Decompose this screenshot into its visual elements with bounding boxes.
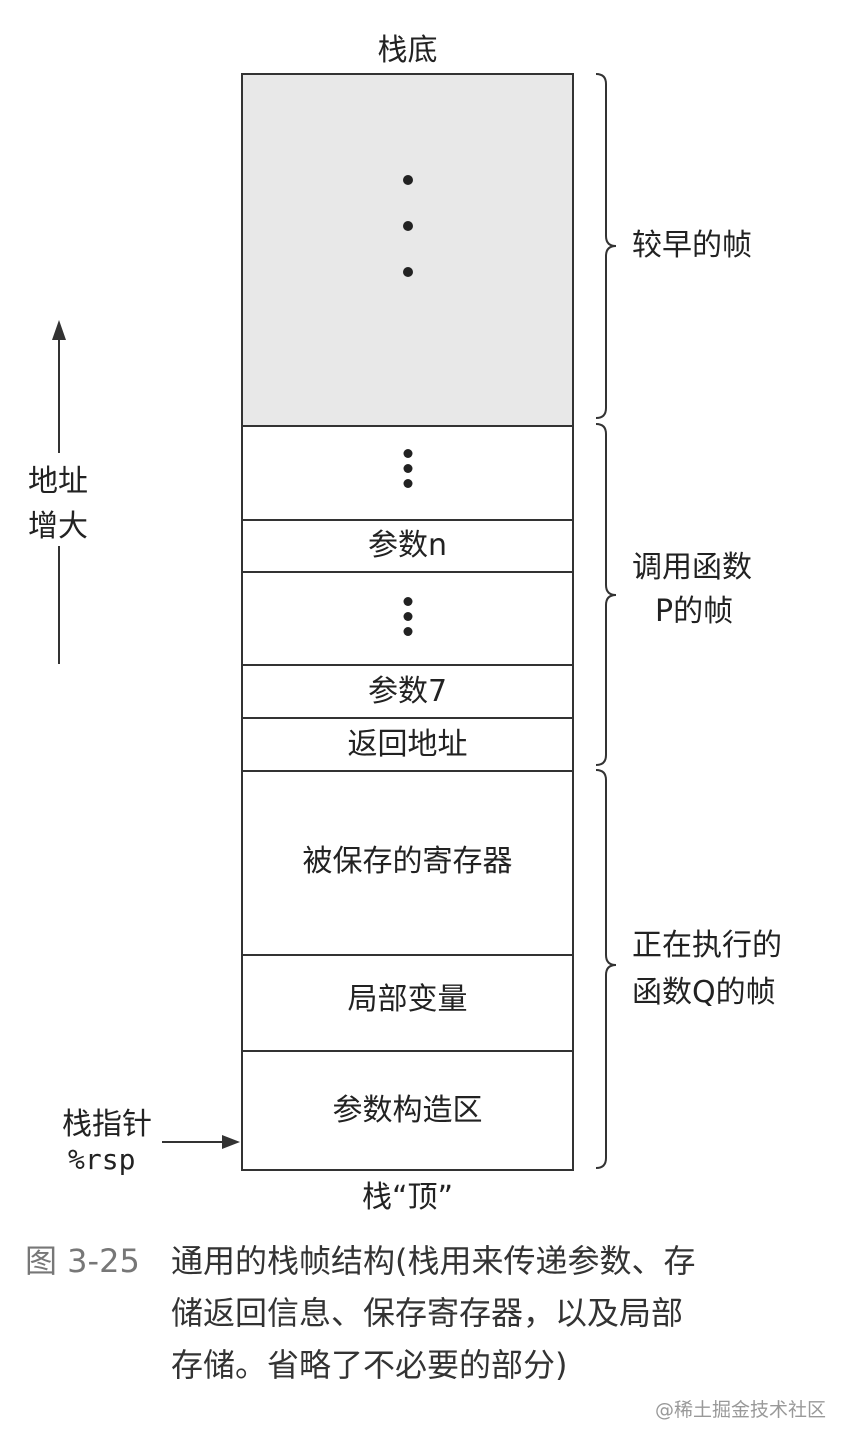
address-label-line1: 地址 [28, 464, 88, 499]
caption-line2: 储返回信息、保存寄存器，以及局部 [171, 1294, 684, 1332]
return-address-cell: 返回地址 [347, 727, 468, 762]
earlier-frame-region [243, 75, 572, 427]
divider [243, 519, 572, 521]
address-increase-arrow [52, 320, 66, 664]
stack-diagram: 参数n 参数7 返回地址 被保存的寄存器 局部变量 参数构造区 [241, 73, 574, 1171]
stack-pointer-arrow [162, 1135, 240, 1149]
caption-line3: 存储。省略了不必要的部分) [171, 1346, 568, 1384]
rsp-register-label: %rsp [68, 1143, 136, 1176]
argument-build-area-cell: 参数构造区 [332, 1093, 483, 1128]
local-variables-cell: 局部变量 [347, 982, 468, 1017]
param-7-cell: 参数7 [367, 674, 448, 709]
address-label-line2: 增大 [28, 509, 88, 544]
divider [243, 664, 572, 666]
ellipsis-dots [403, 597, 412, 636]
divider [243, 717, 572, 719]
frame-braces [595, 73, 617, 1169]
saved-registers-cell: 被保存的寄存器 [302, 844, 513, 879]
figure-caption: 图 3-25 通用的栈帧结构(栈用来传递参数、存 储返回信息、保存寄存器，以及局部… [25, 1235, 696, 1391]
divider [243, 1050, 572, 1052]
caller-frame-label-line1: 调用函数 [632, 550, 752, 585]
figure-number: 图 3-25 [25, 1242, 140, 1280]
ellipsis-dots [402, 175, 413, 277]
caption-line1: 通用的栈帧结构(栈用来传递参数、存 [171, 1242, 696, 1280]
param-n-cell: 参数n [367, 528, 447, 563]
current-frame-label-line2: 函数Q的帧 [632, 975, 776, 1010]
divider [243, 425, 572, 427]
divider [243, 571, 572, 573]
stack-top-label: 栈“顶” [361, 1180, 454, 1215]
stack-pointer-label: 栈指针 [62, 1107, 152, 1142]
watermark: @稀土掘金技术社区 [654, 1399, 826, 1421]
divider [243, 954, 572, 956]
current-frame-brace [595, 769, 617, 1169]
earlier-frames-label: 较早的帧 [632, 228, 752, 263]
ellipsis-dots [403, 449, 412, 488]
divider [243, 770, 572, 772]
current-frame-label-line1: 正在执行的 [632, 928, 782, 963]
caller-frame-brace [595, 423, 617, 766]
stack-bottom-label: 栈底 [377, 33, 438, 68]
caller-frame-label-line2: P的帧 [655, 594, 734, 629]
earlier-frame-brace [595, 73, 617, 419]
